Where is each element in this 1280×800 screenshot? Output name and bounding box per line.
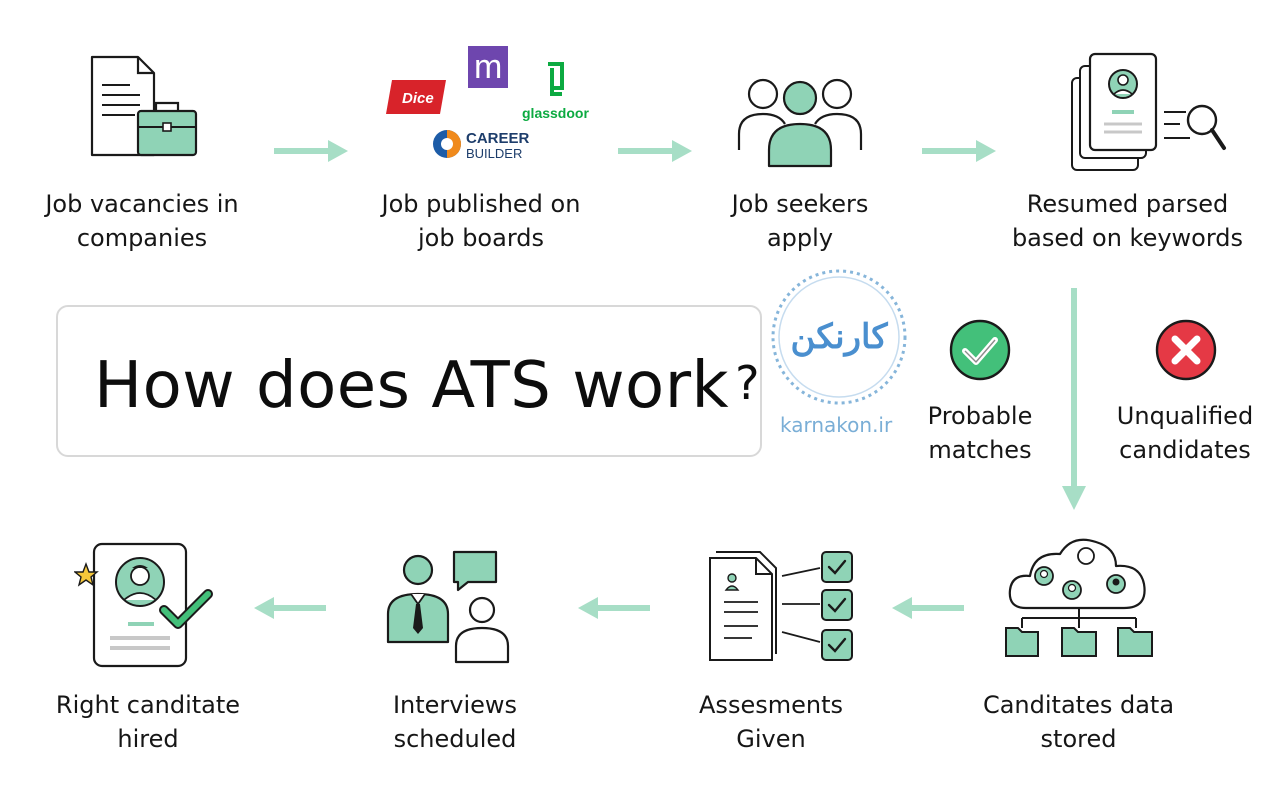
- dice-logo: Dice: [386, 80, 446, 114]
- step-label-line: stored: [1040, 725, 1117, 753]
- careerbuilder-logo: CAREER BUILDER: [433, 130, 530, 161]
- cloud-storage-icon: [1005, 538, 1153, 657]
- title-box: How does ATS work?: [56, 305, 762, 457]
- step-label-vacancies: Job vacancies in companies: [22, 187, 262, 255]
- step-label-line: Job seekers: [731, 190, 869, 218]
- glassdoor-logo: glassdoor: [522, 62, 589, 121]
- diagram-title-main: How does ATS work: [94, 349, 730, 423]
- step-label-interviews: Interviews scheduled: [335, 688, 575, 756]
- step-label-line: Interviews: [392, 691, 518, 719]
- cross-circle-icon: [1155, 319, 1217, 381]
- step-label-line: Job vacancies in: [45, 190, 239, 218]
- arrow-down-icon: [1062, 288, 1086, 510]
- watermark-logo-text: کارنکن: [790, 318, 888, 357]
- step-label-line: hired: [117, 725, 179, 753]
- monster-logo: m: [468, 46, 508, 88]
- arrow-right-icon: [922, 140, 996, 162]
- branch-label-line: Probable: [927, 402, 1033, 430]
- people-group-icon: [737, 78, 863, 168]
- step-label-line: apply: [766, 224, 834, 252]
- watermark-url: karnakon.ir: [780, 413, 893, 437]
- branch-label-line: Unqualified: [1116, 402, 1254, 430]
- step-label-line: based on keywords: [1011, 224, 1244, 252]
- resume-search-icon: [1071, 52, 1226, 171]
- careerbuilder-line1: CAREER: [466, 130, 530, 147]
- step-label-line: scheduled: [393, 725, 517, 753]
- arrow-left-icon: [254, 597, 326, 619]
- step-label-line: Resumed parsed: [1026, 190, 1229, 218]
- branch-label-line: matches: [928, 436, 1032, 464]
- monster-logo-text: m: [474, 48, 502, 86]
- step-label-assessments: Assesments Given: [651, 688, 891, 756]
- interview-icon: [386, 550, 510, 664]
- step-label-line: Right canditate: [55, 691, 241, 719]
- check-circle-icon: [949, 319, 1011, 381]
- dice-logo-text: Dice: [402, 90, 434, 107]
- step-label-line: Given: [736, 725, 806, 753]
- branch-label-probable: Probable matches: [905, 399, 1055, 467]
- diagram-title: How does ATS work?: [94, 345, 760, 424]
- branch-label-unqualified: Unqualified candidates: [1100, 399, 1270, 467]
- careerbuilder-line2: BUILDER: [466, 146, 522, 161]
- step-label-data-stored: Canditates data stored: [956, 688, 1201, 756]
- document-briefcase-icon: [90, 55, 198, 157]
- step-label-line: Job published on: [381, 190, 581, 218]
- step-label-line: Assesments: [699, 691, 843, 719]
- arrow-right-icon: [618, 140, 692, 162]
- step-label-seekers-apply: Job seekers apply: [680, 187, 920, 255]
- karnakon-watermark-logo: کارنکن: [771, 269, 907, 405]
- arrow-left-icon: [892, 597, 964, 619]
- branch-label-line: candidates: [1119, 436, 1251, 464]
- arrow-left-icon: [578, 597, 650, 619]
- diagram-title-question-mark: ?: [735, 356, 760, 410]
- step-label-line: companies: [76, 224, 208, 252]
- step-label-hired: Right canditate hired: [28, 688, 268, 756]
- arrow-right-icon: [274, 140, 348, 162]
- step-label-resume-parsed: Resumed parsed based on keywords: [995, 187, 1260, 255]
- assessment-checklist-icon: [709, 551, 853, 661]
- job-board-logos: Dice m glassdoor CAREER BUILDER: [386, 46, 589, 161]
- step-label-line: Canditates data: [982, 691, 1175, 719]
- glassdoor-logo-text: glassdoor: [522, 105, 589, 121]
- step-label-published: Job published on job boards: [361, 187, 601, 255]
- step-label-line: job boards: [417, 224, 545, 252]
- hired-resume-icon: [74, 542, 213, 668]
